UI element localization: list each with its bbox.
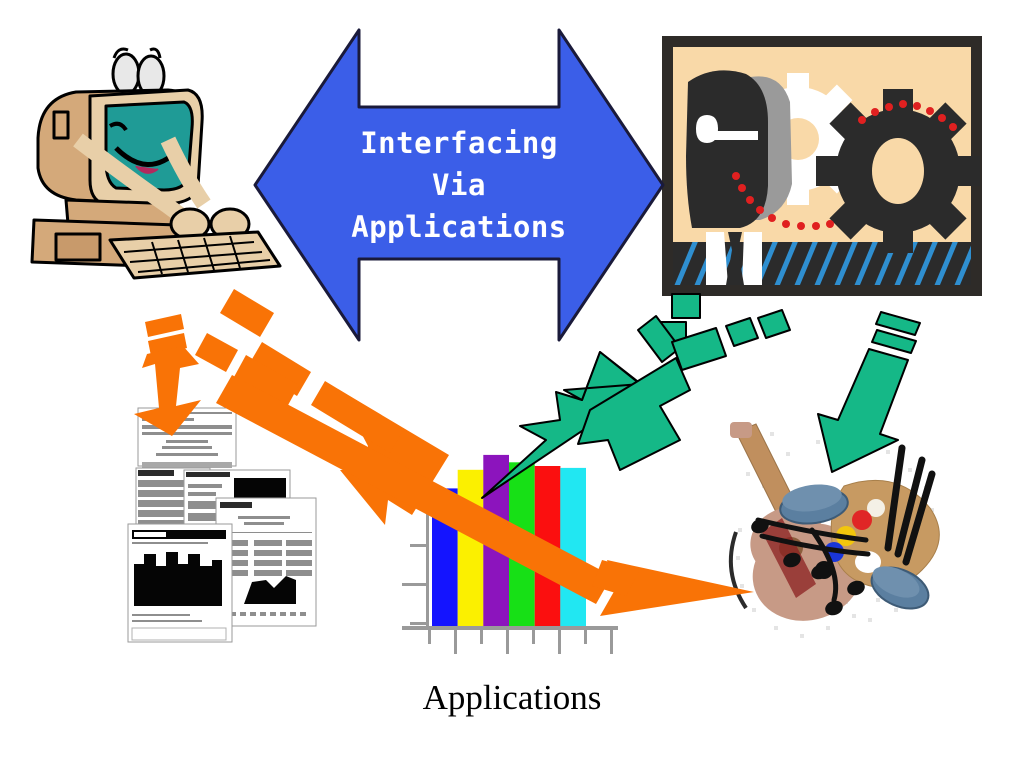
arts-clipart	[716, 412, 958, 650]
x-tick	[454, 630, 457, 654]
x-tick	[558, 630, 561, 654]
green-bar	[509, 462, 535, 626]
red-bar	[534, 466, 561, 626]
y-axis	[426, 454, 429, 630]
x-tick	[506, 630, 509, 654]
x-axis-ticks	[428, 630, 613, 654]
y-tick	[410, 544, 429, 547]
y-tick	[410, 622, 429, 625]
x-axis	[402, 626, 618, 630]
x-tick	[610, 630, 613, 654]
purple-bar	[483, 454, 509, 626]
y-tick	[402, 583, 429, 586]
gears-picture-clipart	[662, 36, 982, 296]
x-tick	[428, 630, 431, 644]
y-axis-ticks	[402, 466, 429, 625]
banner-arrow-shape	[253, 28, 665, 342]
yellow-bar	[457, 469, 484, 626]
banner-arrow: Interfacing Via Applications	[253, 28, 665, 342]
x-tick	[532, 630, 535, 644]
y-tick	[410, 466, 429, 469]
slide-caption: Applications	[422, 678, 602, 717]
x-tick	[584, 630, 587, 644]
x-tick	[480, 630, 483, 644]
cyan-bar	[560, 467, 586, 626]
chart-bars	[432, 454, 586, 626]
bar-chart-clipart	[396, 432, 624, 656]
documents-clipart	[126, 404, 342, 646]
blue-bar	[432, 488, 458, 626]
computer-clipart	[18, 28, 286, 284]
y-tick	[402, 505, 429, 508]
